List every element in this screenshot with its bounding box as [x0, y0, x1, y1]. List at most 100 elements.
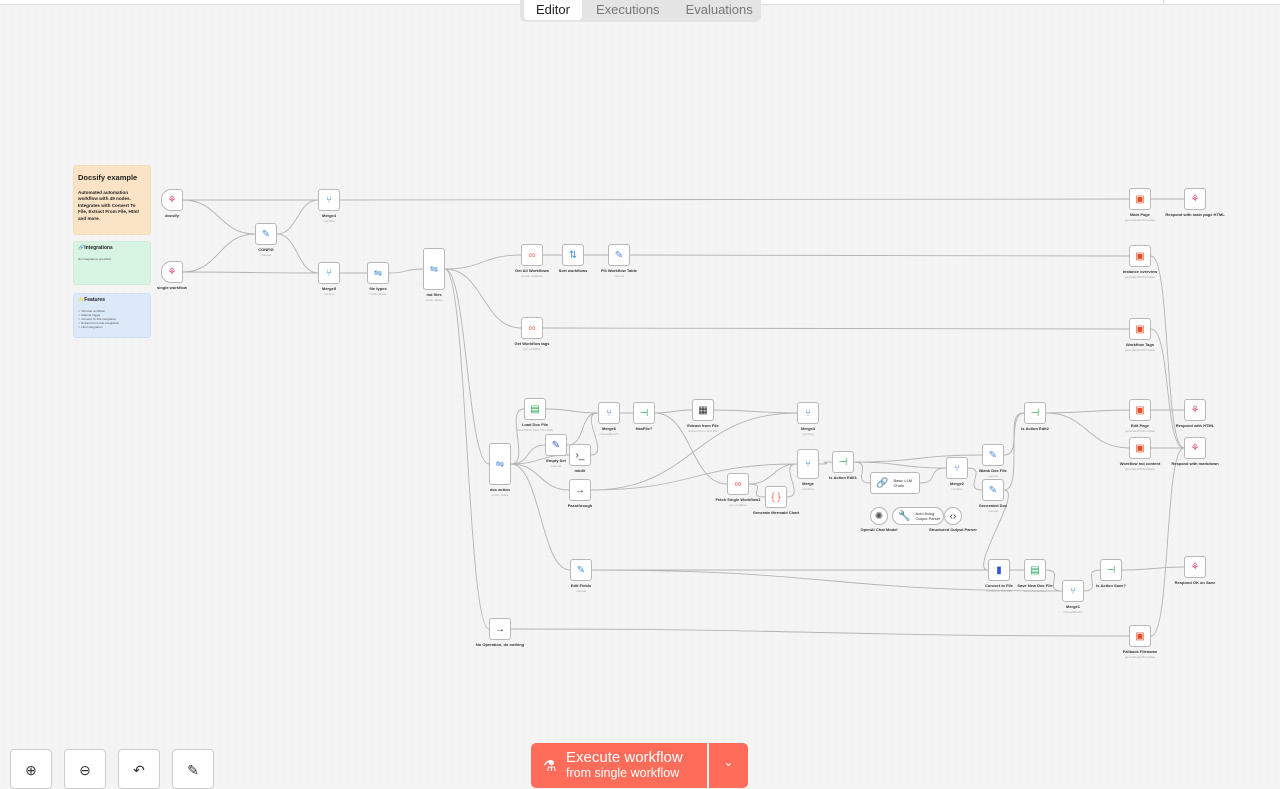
connection[interactable] [853, 454, 983, 463]
node-workflow-md-content[interactable]: ▣ [1129, 437, 1151, 459]
tab-evaluations[interactable]: Evaluations [685, 2, 753, 17]
connection[interactable] [629, 254, 1130, 257]
node-blank-doc-file[interactable]: ✎ [982, 444, 1004, 466]
node-fallback-filename[interactable]: ▣ [1129, 625, 1151, 647]
connection[interactable] [1003, 412, 1025, 491]
connection[interactable] [853, 461, 947, 469]
zoom-in-button[interactable]: ⊕ [10, 749, 52, 789]
node-get-workflow-tags[interactable]: ∞ [521, 317, 543, 339]
connection[interactable] [444, 268, 490, 630]
node-edit-fields[interactable]: ✎ [570, 559, 592, 581]
connection[interactable] [276, 233, 319, 274]
node-fill-workflow-table[interactable]: ✎ [608, 244, 630, 266]
node-openai-chat-model[interactable]: ✺ [870, 507, 888, 525]
sticky-note-integrations[interactable]: 🔗Integrations No integrations specified. [73, 241, 151, 285]
node-no-operation-do-nothing[interactable]: → [489, 618, 511, 640]
node-respond-with-markdown[interactable]: ⚘ [1184, 437, 1206, 459]
execute-options-dropdown[interactable]: ⌄ [709, 743, 748, 788]
node-load-doc-file[interactable]: ▤ [524, 398, 546, 420]
node-mkdir[interactable]: ›_ [569, 444, 591, 466]
node-is-action-edit1[interactable]: ⊣ [832, 451, 854, 473]
zoom-out-button[interactable]: ⊖ [64, 749, 106, 789]
node-config[interactable]: ✎ [255, 223, 277, 245]
node-convert-to-file[interactable]: ▮ [988, 559, 1010, 581]
node-doc-action[interactable]: ⇋ [489, 443, 511, 485]
connection[interactable] [1045, 409, 1130, 414]
connection[interactable] [510, 463, 570, 491]
sticky-note-features[interactable]: ✨Features ✓ 49 node workflow ✓ Manual tr… [73, 293, 151, 338]
node-merge6[interactable]: ⑂ [598, 402, 620, 424]
node-is-action-save[interactable]: ⊣ [1100, 559, 1122, 581]
node-passthrough[interactable]: → [569, 479, 591, 501]
node-fetch-single-workflow1[interactable]: ∞ [727, 473, 749, 495]
connection[interactable] [853, 461, 871, 484]
tidy-up-button[interactable]: ✎ [172, 749, 214, 789]
connection[interactable] [1121, 566, 1185, 571]
node-auto-fixing-output-parser[interactable]: 🔧Auto-fixing Output Parser [892, 507, 944, 525]
connection[interactable] [388, 268, 424, 274]
connection[interactable] [713, 409, 798, 414]
connection[interactable] [1045, 569, 1063, 592]
connection[interactable] [1045, 412, 1130, 449]
connection[interactable] [444, 268, 522, 329]
node-respond-ok-on-save[interactable]: ⚘ [1184, 556, 1206, 578]
connection[interactable] [967, 467, 983, 491]
node-single-workflow[interactable]: ⚘ [161, 261, 183, 283]
node-structured-output-parser[interactable]: ‹› [944, 507, 962, 525]
node-merge4[interactable]: ⑂ [318, 189, 340, 211]
node-merge3[interactable]: ⑂ [797, 402, 819, 424]
tab-editor[interactable]: Editor [524, 0, 582, 20]
connection[interactable] [545, 408, 599, 414]
node-edit-page[interactable]: ▣ [1129, 399, 1151, 421]
node-docsify[interactable]: ⚘ [161, 189, 183, 211]
node-merge[interactable]: ⑂ [797, 449, 819, 479]
node-md-files[interactable]: ⇋ [423, 248, 445, 290]
connection[interactable] [748, 463, 798, 485]
connection[interactable] [276, 199, 319, 235]
connection[interactable] [1150, 447, 1185, 637]
connection[interactable] [590, 463, 798, 491]
node-instance-overview[interactable]: ▣ [1129, 245, 1151, 267]
undo-button[interactable]: ↶ [118, 749, 160, 789]
node-merge1[interactable]: ⑂ [1062, 580, 1084, 602]
connection[interactable] [591, 569, 1063, 592]
connection[interactable] [748, 483, 766, 498]
connection[interactable] [444, 268, 490, 465]
node-file-types[interactable]: ⇋ [367, 262, 389, 284]
connection[interactable] [1150, 255, 1185, 449]
node-save-new-doc-file[interactable]: ▤ [1024, 559, 1046, 581]
connection[interactable] [919, 467, 947, 484]
node-main-page[interactable]: ▣ [1129, 188, 1151, 210]
tab-executions[interactable]: Executions [595, 2, 660, 17]
connection[interactable] [654, 409, 693, 414]
connection[interactable] [590, 412, 798, 491]
node-get-all-workflows[interactable]: ∞ [521, 244, 543, 266]
node-respond-with-html[interactable]: ⚘ [1184, 399, 1206, 421]
connection[interactable] [510, 408, 525, 465]
node-generate-mermaid-chart[interactable]: { } [765, 486, 787, 508]
connection[interactable] [786, 463, 798, 498]
node-empty-set[interactable]: ✎ [545, 434, 567, 456]
node-respond-with-main-page-html[interactable]: ⚘ [1184, 188, 1206, 210]
connection[interactable] [339, 198, 1130, 201]
node-is-action-edit2[interactable]: ⊣ [1024, 402, 1046, 424]
sticky-note-docsify[interactable]: Docsify example Automated automation wor… [73, 165, 151, 235]
execute-workflow-button[interactable]: ⚗ Execute workflow from single workflow [531, 743, 707, 788]
node-workflow-tags[interactable]: ▣ [1129, 318, 1151, 340]
connection[interactable] [1150, 328, 1185, 449]
connection[interactable] [654, 412, 728, 485]
node-generated-doc[interactable]: ✎ [982, 479, 1004, 501]
connection[interactable] [182, 199, 256, 235]
connection[interactable] [182, 233, 256, 273]
connection[interactable] [510, 463, 571, 571]
connection[interactable] [1083, 569, 1101, 592]
node-merge5[interactable]: ⑂ [318, 262, 340, 284]
connection[interactable] [444, 254, 522, 270]
node-sort-workflows[interactable]: ⇅ [562, 244, 584, 266]
connection[interactable] [983, 489, 1009, 571]
node-basic-llm-chain[interactable]: 🔗Basic LLM Chain [870, 472, 920, 494]
node-hasfile[interactable]: ⊣ [633, 402, 655, 424]
connection[interactable] [182, 271, 319, 274]
node-extract-from-file[interactable]: ▦ [692, 399, 714, 421]
connection[interactable] [542, 327, 1130, 330]
